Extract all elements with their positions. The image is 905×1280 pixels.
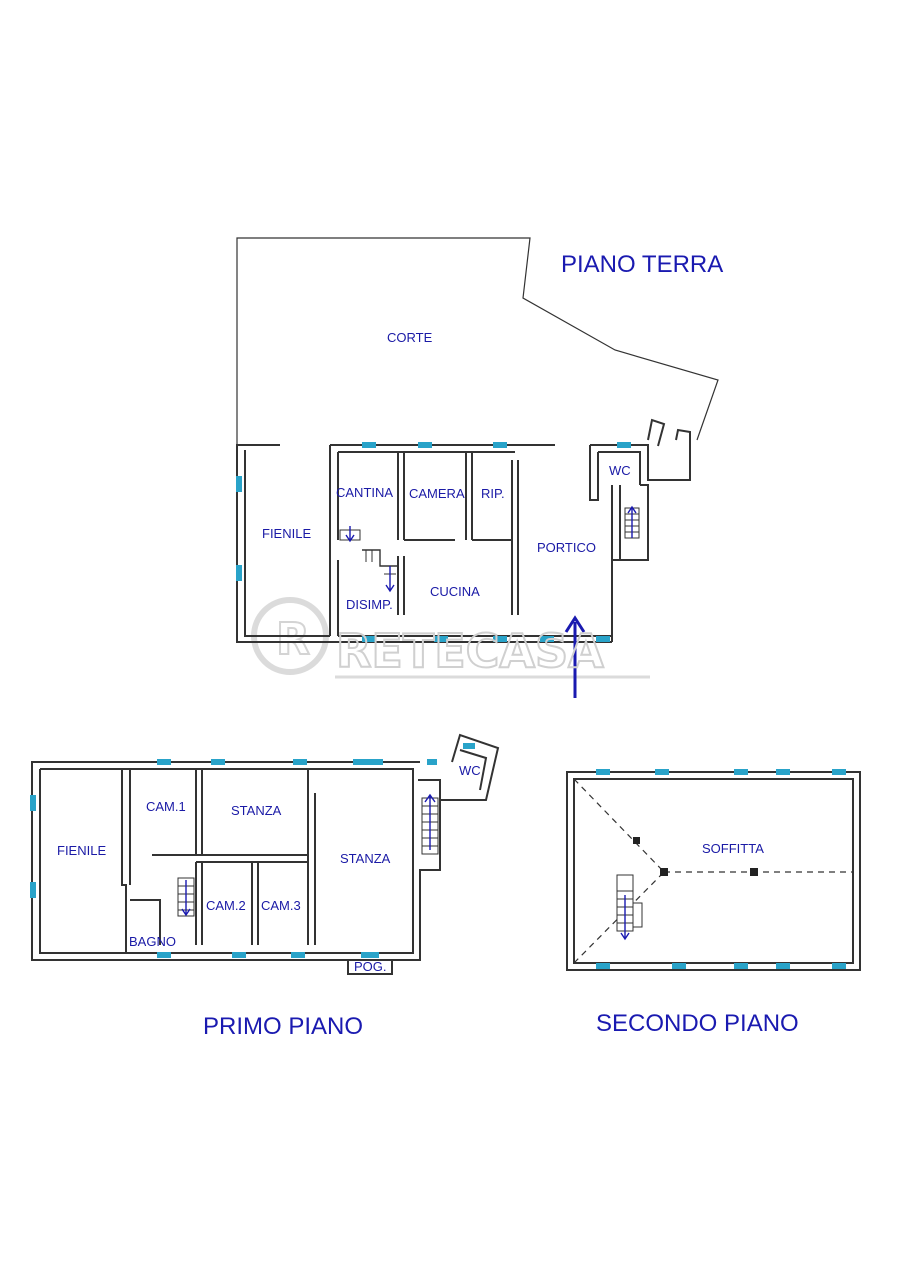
first-floor-plan: PRIMO PIANO FIENILE CAM.1 STANZA STANZA … — [30, 733, 500, 1040]
retecasa-watermark: R — [251, 597, 650, 679]
ground-floor-plan: PIANO TERRA CORTE FIENILE CANTINA CAMERA… — [236, 237, 723, 698]
window — [236, 476, 242, 492]
staircase-icon — [177, 877, 195, 917]
room-label-cantina: CANTINA — [336, 485, 393, 500]
room-label-cam1: CAM.1 — [146, 799, 186, 814]
staircase-icon — [616, 874, 643, 941]
room-label-stanza: STANZA — [340, 851, 391, 866]
corte-boundary — [236, 237, 719, 445]
room-label-portico: PORTICO — [537, 540, 596, 555]
window — [418, 442, 432, 448]
window — [776, 769, 790, 775]
second-floor-plan: SECONDO PIANO SOFFITTA — [566, 769, 861, 1037]
watermark-logo-letter: R — [276, 614, 310, 665]
watermark-brand-text: RETECASA — [336, 624, 604, 678]
window — [30, 882, 36, 898]
first-floor-title: PRIMO PIANO — [203, 1013, 363, 1040]
window — [293, 759, 307, 765]
room-label-cam2: CAM.2 — [206, 898, 246, 913]
room-label-fienile: FIENILE — [57, 843, 106, 858]
window — [734, 963, 748, 969]
window — [832, 769, 846, 775]
window — [463, 743, 475, 749]
room-label-rip: RIP. — [481, 486, 505, 501]
window — [291, 952, 305, 958]
entrance-arrow-icon — [564, 615, 586, 698]
window — [596, 963, 610, 969]
room-label-cam3: CAM.3 — [261, 898, 301, 913]
window — [362, 636, 376, 642]
window — [353, 759, 383, 765]
window — [596, 769, 610, 775]
ground-floor-title: PIANO TERRA — [561, 251, 723, 278]
balcony-outline — [347, 960, 393, 975]
window — [236, 565, 242, 581]
room-label-pog: POG. — [354, 959, 387, 974]
window — [30, 795, 36, 811]
window — [596, 636, 610, 642]
room-label-wc: WC — [459, 763, 481, 778]
window — [734, 769, 748, 775]
second-floor-title: SECONDO PIANO — [596, 1010, 799, 1037]
room-label-fienile: FIENILE — [262, 526, 311, 541]
window — [540, 636, 554, 642]
room-label-cucina: CUCINA — [430, 584, 480, 599]
window — [493, 442, 507, 448]
room-label-soffitta: SOFFITTA — [702, 841, 764, 856]
staircase-icon — [339, 526, 399, 593]
window — [655, 769, 669, 775]
room-label-wc: WC — [609, 463, 631, 478]
second-outer-wall — [566, 771, 861, 971]
window — [362, 442, 376, 448]
window — [157, 759, 171, 765]
window — [776, 963, 790, 969]
staircase-icon — [421, 793, 439, 855]
room-label-disimp: DISIMP. — [346, 597, 393, 612]
window — [232, 952, 246, 958]
window — [427, 759, 437, 765]
window — [617, 442, 631, 448]
ground-outer-wall — [236, 444, 612, 643]
staircase-icon — [624, 505, 640, 539]
window — [211, 759, 225, 765]
window — [832, 963, 846, 969]
window — [434, 636, 448, 642]
room-label-camera: CAMERA — [409, 486, 465, 501]
room-label-corte: CORTE — [387, 330, 433, 345]
window — [493, 636, 507, 642]
window — [157, 952, 171, 958]
window — [672, 963, 686, 969]
room-label-stanza: STANZA — [231, 803, 282, 818]
room-label-bagno: BAGNO — [129, 934, 176, 949]
window — [361, 952, 379, 958]
